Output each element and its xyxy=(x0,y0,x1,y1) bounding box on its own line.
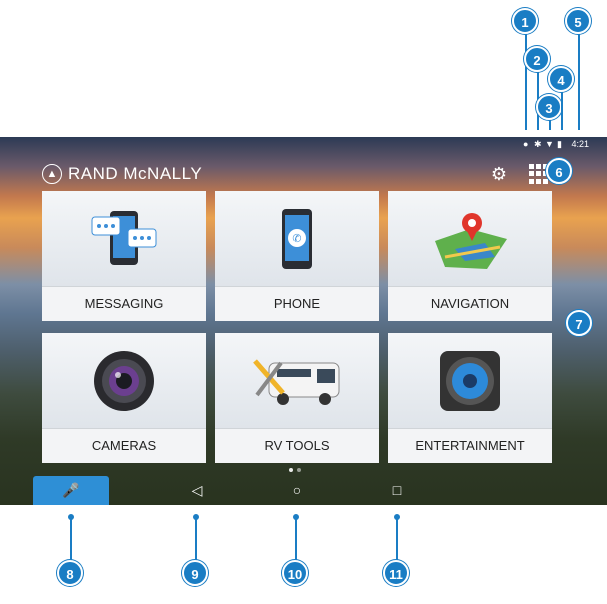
callout-9: 9 xyxy=(182,560,208,586)
rand-mcnally-logo: ▲ RAND McNALLY xyxy=(42,162,202,186)
callout-line-4 xyxy=(561,88,563,130)
home-circle-icon[interactable]: ○ xyxy=(292,482,302,498)
location-icon: ● xyxy=(523,139,529,149)
callout-line-3 xyxy=(549,116,551,130)
page-indicator xyxy=(289,468,301,472)
microphone-icon: 🎤 xyxy=(62,482,80,498)
status-time: 4:21 xyxy=(571,139,589,149)
tile-entertainment[interactable]: ENTERTAINMENT xyxy=(388,333,552,463)
callout-dot-8 xyxy=(68,514,74,520)
back-triangle-icon[interactable]: ◁ xyxy=(191,481,203,498)
tile-messaging[interactable]: MESSAGING xyxy=(42,191,206,321)
callout-6: 6 xyxy=(546,158,572,184)
wifi-icon: ▼ xyxy=(545,139,554,149)
callout-dot-11 xyxy=(394,514,400,520)
tile-label-messaging: MESSAGING xyxy=(42,286,206,321)
rv-tools-icon xyxy=(215,333,379,429)
camera-lens-icon xyxy=(42,333,206,429)
tile-label-rv-tools: RV TOOLS xyxy=(215,428,379,463)
speaker-icon xyxy=(388,333,552,429)
callout-10: 10 xyxy=(282,560,308,586)
callout-dot-9 xyxy=(193,514,199,520)
callout-2: 2 xyxy=(524,46,550,72)
callout-4: 4 xyxy=(548,66,574,92)
tile-label-navigation: NAVIGATION xyxy=(388,286,552,321)
callout-line-1 xyxy=(525,30,527,130)
gear-icon[interactable]: ⚙ xyxy=(490,163,508,184)
callout-8: 8 xyxy=(57,560,83,586)
status-bar: ● ✱ ▼ ▮ 4:21 xyxy=(0,137,607,151)
callout-11: 11 xyxy=(383,560,409,586)
logo-text: RAND McNALLY xyxy=(68,164,203,183)
callout-line-10 xyxy=(295,518,297,560)
microphone-button[interactable]: 🎤 xyxy=(33,476,109,505)
bluetooth-icon: ✱ xyxy=(534,139,542,149)
tile-cameras[interactable]: CAMERAS xyxy=(42,333,206,463)
tile-label-entertainment: ENTERTAINMENT xyxy=(388,428,552,463)
callout-5: 5 xyxy=(565,8,591,34)
phone-icon: ✆ xyxy=(215,191,379,287)
callout-line-8 xyxy=(70,518,72,560)
app-grid-icon[interactable] xyxy=(529,164,549,184)
tile-label-phone: PHONE xyxy=(215,286,379,321)
tablet-screen: ● ✱ ▼ ▮ 4:21 ▲ RAND McNALLY ⚙ 6 7 MESSAG… xyxy=(0,137,607,505)
callout-line-11 xyxy=(396,518,398,560)
callout-dot-10 xyxy=(293,514,299,520)
tile-rv-tools[interactable]: RV TOOLS xyxy=(215,333,379,463)
compass-logo-icon: ▲ xyxy=(42,164,62,184)
tile-phone[interactable]: ✆ PHONE xyxy=(215,191,379,321)
callout-1: 1 xyxy=(512,8,538,34)
messaging-phone-icon xyxy=(42,191,206,287)
recents-square-icon[interactable]: □ xyxy=(392,482,402,498)
battery-icon: ▮ xyxy=(557,139,562,149)
callout-line-9 xyxy=(195,518,197,560)
callout-3: 3 xyxy=(536,94,562,120)
tile-navigation[interactable]: NAVIGATION xyxy=(388,191,552,321)
callout-7: 7 xyxy=(566,310,592,336)
map-pin-icon xyxy=(388,191,552,287)
callout-line-5 xyxy=(578,30,580,130)
tile-label-cameras: CAMERAS xyxy=(42,428,206,463)
svg-text:✆: ✆ xyxy=(292,232,301,245)
